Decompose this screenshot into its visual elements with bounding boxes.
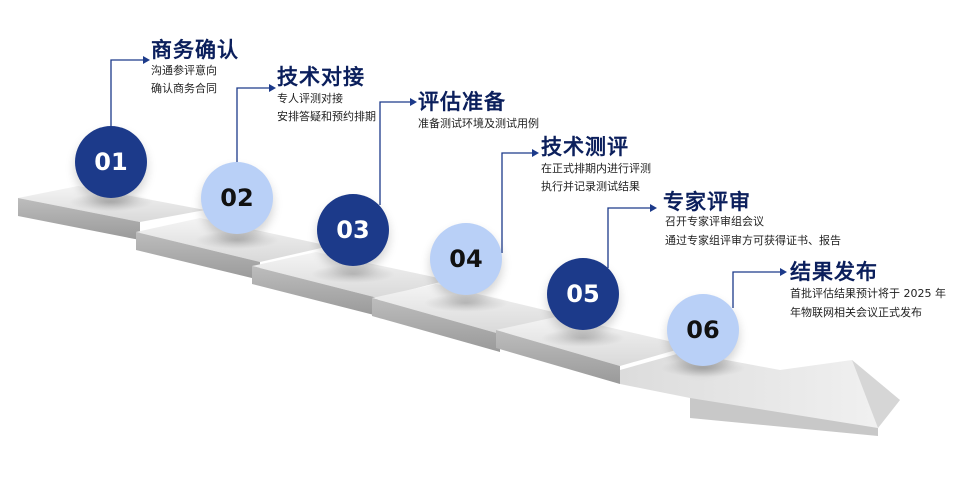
connector-06 [732, 268, 787, 308]
step-03-number: 03 [336, 216, 370, 244]
connector-02 [236, 84, 276, 163]
step-01-title: 商务确认 [151, 38, 239, 62]
step-01-line-2: 确认商务合同 [151, 82, 217, 95]
step-05-line-2: 通过专家组评审方可获得证书、报告 [665, 234, 841, 247]
step-06-line-1: 首批评估结果预计将于 2025 年 [790, 287, 946, 300]
step-01-circle: 01 [75, 126, 147, 198]
step-05-circle: 05 [547, 258, 619, 330]
step-02-title: 技术对接 [277, 65, 365, 89]
connector-05 [607, 204, 657, 268]
step-02-number: 02 [220, 184, 254, 212]
step-05-title: 专家评审 [663, 190, 751, 214]
step-03-title: 评估准备 [418, 90, 506, 114]
step-01-number: 01 [94, 148, 128, 176]
step-04-number: 04 [449, 245, 483, 273]
connector-01 [110, 56, 150, 127]
step-04-line-2: 执行并记录测试结果 [541, 180, 640, 193]
connector-03 [379, 98, 417, 205]
step-06-line-2: 年物联网相关会议正式发布 [790, 306, 922, 319]
step-06-title: 结果发布 [790, 260, 878, 284]
step-02-line-1: 专人评测对接 [277, 92, 343, 105]
step-05-line-1: 召开专家评审组会议 [665, 215, 764, 228]
step-04-line-1: 在正式排期内进行评测 [541, 162, 651, 175]
step-03-circle: 03 [317, 194, 389, 266]
step-02-line-2: 安排答疑和预约排期 [277, 110, 376, 123]
step-06-number: 06 [686, 316, 720, 344]
step-06-circle: 06 [667, 294, 739, 366]
step-01-line-1: 沟通参评意向 [151, 64, 217, 77]
step-04-title: 技术测评 [541, 135, 629, 159]
connector-04 [501, 149, 539, 253]
step-05-number: 05 [566, 280, 600, 308]
stair-arrow-head [620, 352, 900, 436]
step-02-circle: 02 [201, 162, 273, 234]
step-04-circle: 04 [430, 223, 502, 295]
step-03-line-1: 准备测试环境及测试用例 [418, 117, 539, 130]
